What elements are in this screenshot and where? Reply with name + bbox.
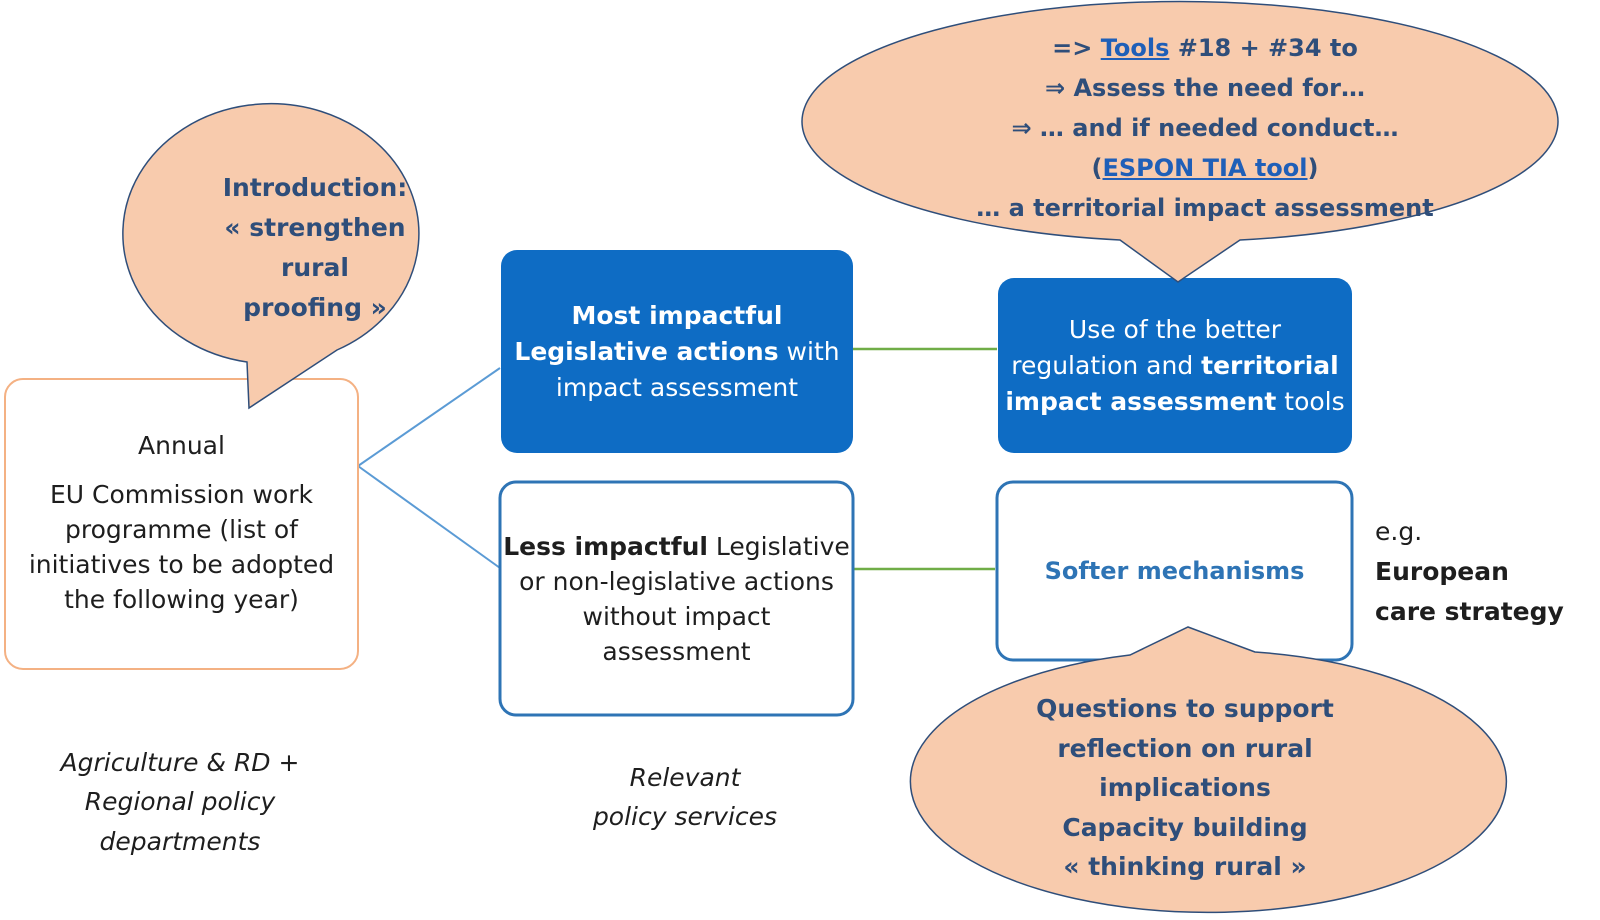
box-annual-line-4: initiatives to be adopted (28, 549, 335, 579)
paren-close: ) (1307, 154, 1319, 182)
bubble-intro-line-2: « strengthen (224, 213, 406, 242)
espon-tia-tool-link[interactable]: ESPON TIA tool (1102, 154, 1308, 182)
caption-agriculture-line-3: departments (99, 826, 261, 856)
box-use-shape (998, 278, 1352, 453)
box-use-line-1: Use of the better (1068, 314, 1282, 344)
bubble-tools-shape (801, 0, 1559, 283)
bubble-tools-line-1: => Tools #18 + #34 to (1052, 28, 1358, 68)
bubble-tools-line-4: (ESPON TIA tool) (1092, 148, 1319, 188)
box-less-impactful: Less impactful Legislative or non-legisl… (500, 482, 853, 715)
box-annual-line-5: the following year) (64, 584, 299, 614)
box-annual-line-2: EU Commission work (49, 479, 314, 509)
side-note-line-2: European (1375, 557, 1509, 586)
side-note-line-3: care strategy (1375, 597, 1564, 626)
box-less-line-3: without impact (582, 601, 771, 631)
box-less-line-4: assessment (602, 636, 751, 666)
side-note: e.g. European care strategy (1375, 512, 1595, 632)
box-most-line-3: impact assessment (555, 372, 799, 402)
bubble-questions-line-3: implications (1099, 773, 1271, 803)
caption-agriculture-line-1: Agriculture & RD + (60, 747, 300, 777)
bubble-questions-line-5: « thinking rural » (1063, 852, 1307, 882)
bubble-questions-line-1: Questions to support (1036, 694, 1334, 724)
bubble-tools-line-5: … a territorial impact assessment (976, 194, 1434, 222)
paren-open: ( (1091, 154, 1103, 182)
connector-annual-to-most (357, 367, 501, 467)
box-less-shape (498, 480, 855, 717)
side-note-line-1: e.g. (1375, 517, 1423, 546)
bubble-questions-shape (909, 626, 1508, 914)
box-annual: Annual EU Commission work programme (lis… (5, 422, 358, 622)
bubble-intro: Introduction: « strengthen rural proofin… (190, 168, 440, 328)
bubble-questions-line-2: reflection on rural (1057, 733, 1313, 763)
bubble-tools-line-2: ⇒ Assess the need for… (1045, 74, 1365, 102)
box-less-bold: Less impactful (503, 531, 708, 561)
box-use-bold-2: impact assessment (1005, 386, 1277, 416)
bubble-intro-line-3: rural (281, 253, 349, 282)
caption-services-line-1: Relevant (629, 762, 741, 792)
caption-agriculture-line-2: Regional policy (84, 787, 276, 817)
tools-link[interactable]: Tools (1100, 34, 1170, 62)
box-softer-mechanisms: Softer mechanisms (997, 482, 1352, 660)
box-annual-shape (4, 378, 359, 670)
connector-annual-to-less (357, 465, 501, 569)
caption-services: Relevant policy services (560, 757, 810, 837)
box-annual-line-1: Annual (138, 430, 225, 460)
bubble-tools-tool-numbers: #18 + #34 to (1169, 34, 1358, 62)
box-annual-line-3: programme (list of (65, 514, 298, 544)
box-better-regulation: Use of the better regulation and territo… (998, 278, 1352, 453)
box-use-line-2: regulation and territorial (1011, 348, 1339, 384)
caption-agriculture: Agriculture & RD + Regional policy depar… (30, 742, 330, 862)
box-most-shape (501, 250, 853, 453)
box-less-rest: Legislative (707, 531, 850, 561)
bubble-tools-line-3: ⇒ … and if needed conduct… (1011, 114, 1399, 142)
box-use-rest: tools (1276, 386, 1345, 416)
box-use-pre: regulation and (1011, 350, 1202, 380)
box-most-bold: Legislative actions (514, 336, 779, 366)
bubble-questions: Questions to support reflection on rural… (945, 688, 1425, 888)
box-softer-label: Softer mechanisms (1044, 557, 1305, 585)
box-use-bold-1: territorial (1201, 350, 1339, 380)
bubble-tools: => Tools #18 + #34 to ⇒ Assess the need … (890, 28, 1520, 228)
box-less-line-2: or non-legislative actions (519, 566, 834, 596)
box-most-impactful: Most impactful Legislative actions with … (501, 250, 853, 453)
bubble-intro-line-1: Introduction: (222, 173, 408, 202)
bubble-tools-arrow: => (1052, 34, 1101, 62)
box-use-line-3: impact assessment tools (1005, 384, 1344, 420)
box-most-line-1: Most impactful (571, 300, 783, 330)
caption-services-line-2: policy services (592, 802, 778, 831)
bubble-questions-line-4: Capacity building (1062, 812, 1308, 842)
bubble-intro-line-4: proofing » (243, 293, 387, 322)
bubble-intro-shape (122, 102, 420, 410)
box-most-rest: with (778, 336, 840, 366)
box-most-line-2: Legislative actions with (514, 334, 839, 370)
box-less-line-1: Less impactful Legislative (503, 529, 850, 564)
